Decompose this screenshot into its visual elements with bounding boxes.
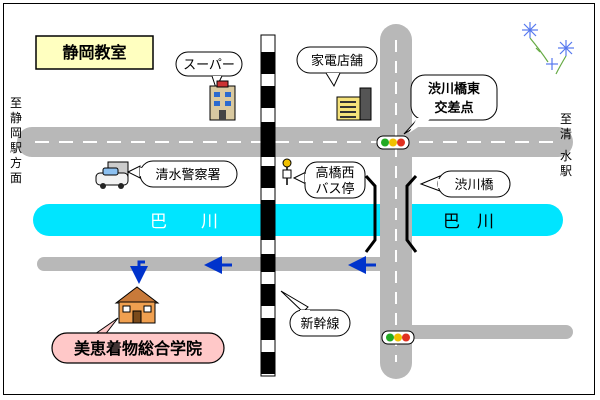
police-station: 清水警察署: [95, 160, 238, 189]
title-box: 静岡教室: [35, 35, 154, 70]
school-label-box: [51, 332, 225, 364]
left-direction-char-4: 駅: [10, 141, 22, 155]
police-label: 清水警察署: [155, 167, 220, 183]
railway-label: 新幹線: [300, 316, 339, 332]
right-direction: 至 清 水 駅: [560, 112, 572, 178]
route-arrows: [130, 256, 376, 284]
left-direction-char-1: 至: [10, 96, 22, 110]
traffic-light-north: [376, 135, 410, 150]
right-direction-char-2: 清: [560, 127, 572, 141]
railway-callout: 新幹線: [280, 290, 351, 337]
bus-stop-label-line1: 高橋西: [315, 165, 354, 181]
right-direction-char-4: 駅: [560, 164, 572, 178]
left-direction-char-2: 静: [10, 111, 22, 125]
appliance-store: 家電店舗: [296, 46, 378, 121]
left-direction-char-3: 岡: [10, 126, 22, 140]
bus-stop-label-line2: バス停: [315, 181, 354, 197]
intersection-label-line1: 渋川橋東: [428, 81, 480, 97]
right-direction-char-3: 水: [560, 149, 572, 163]
traffic-light-south: [381, 330, 415, 345]
intersection-label-line2: 交差点: [434, 100, 473, 116]
left-direction-char-6: 面: [10, 171, 22, 185]
building-icon: [336, 87, 372, 121]
supermarket-icon: [209, 80, 236, 121]
school-house-icon: [114, 286, 160, 324]
bus-stop: 高橋西 バス停: [282, 158, 366, 199]
bridge-label: 渋川橋: [454, 178, 493, 193]
page-title: 静岡教室: [62, 43, 126, 62]
river-label-left: 巴 川: [150, 212, 218, 232]
railway: [260, 34, 276, 377]
river-label-right: 巴 川: [443, 212, 494, 232]
flower-decoration-icon: [522, 22, 574, 75]
police-car-icon: [95, 161, 129, 189]
right-direction-char-1: 至: [560, 112, 572, 126]
main-road: [17, 127, 573, 157]
bus-stop-icon: [282, 158, 292, 185]
lower-right-road: [385, 325, 573, 339]
supermarket-label: スーパー: [183, 58, 235, 73]
left-direction: 至 静 岡 駅 方 面: [10, 96, 22, 185]
supermarket: スーパー: [175, 51, 243, 121]
bridge-marks: [364, 174, 418, 253]
school: 美恵着物総合学院: [51, 286, 225, 364]
intersection-callout: 渋川橋東 交差点: [403, 74, 498, 135]
river: 巴 川 巴 川: [33, 204, 563, 236]
appliance-store-label: 家電店舗: [311, 53, 363, 69]
school-label: 美恵着物総合学院: [74, 339, 202, 358]
arrow-down: [130, 260, 148, 284]
left-direction-char-5: 方: [10, 155, 22, 170]
bridge-callout: 渋川橋: [419, 170, 511, 198]
vertical-road: [380, 24, 412, 379]
